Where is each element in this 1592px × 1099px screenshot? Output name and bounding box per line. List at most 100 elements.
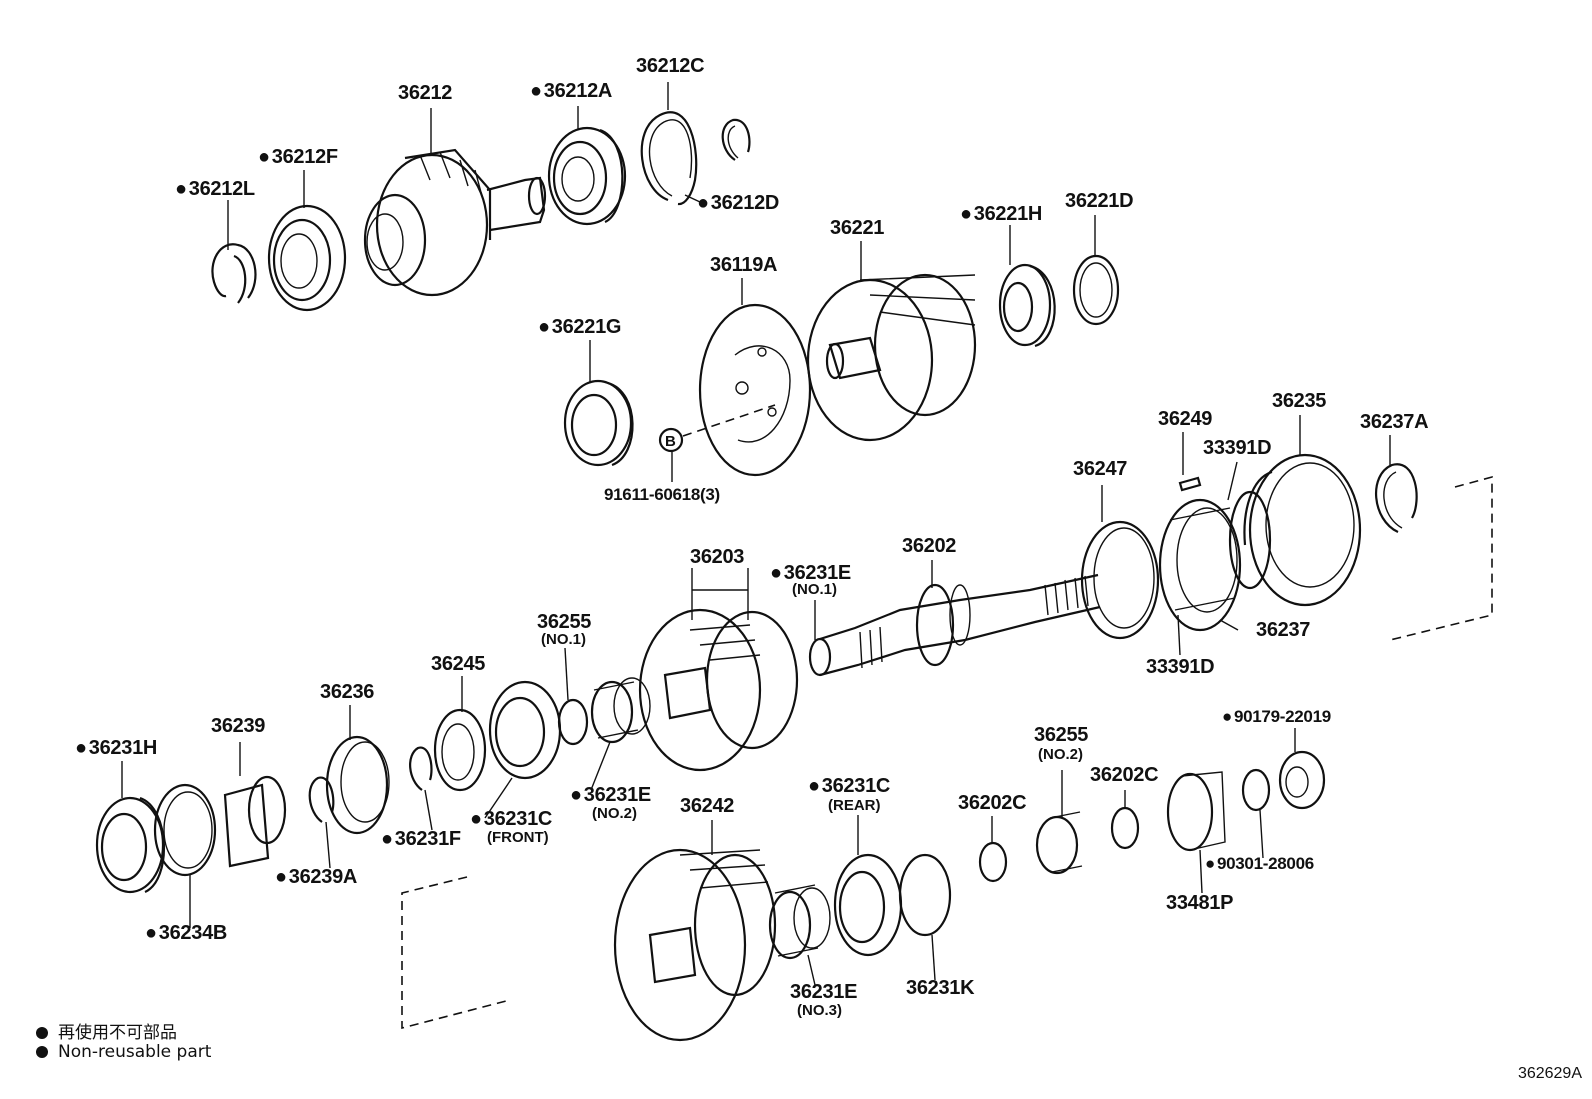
label-36247[interactable]: 36247 [1073,458,1128,480]
sub-36255-no1: (NO.1) [541,631,586,648]
label-33391D-top[interactable]: 33391D [1203,437,1272,459]
plate-36119A [698,303,812,477]
bearing-36231C-front [488,680,562,780]
label-36237[interactable]: 36237 [1256,619,1311,641]
ring-33391D [1228,490,1272,590]
legend-jp: 再使用不可部品 [36,1018,177,1043]
figure-code: 362629A [1517,1065,1582,1082]
bearing-36221G [563,379,634,467]
label-36203[interactable]: 36203 [690,546,745,568]
key-36249 [1178,476,1202,492]
label-36249[interactable]: 36249 [1158,408,1213,430]
sleeve-36235 [1243,453,1362,607]
sub-36231E-no2: (NO.2) [592,805,637,822]
label-36234B[interactable]: 36234B [145,922,228,944]
dashed-boundary-right [1389,475,1493,641]
snap-ring-36212C [640,111,698,206]
label-33481P[interactable]: 33481P [1166,892,1234,914]
sub-36231C-front: (FRONT) [487,829,549,846]
legend-jp-text: 再使用不可部品 [58,1023,177,1043]
label-90301-28006[interactable]: 90301-28006 [1205,853,1314,875]
snap-ring-36239A [308,776,335,823]
label-36239[interactable]: 36239 [211,715,266,737]
washer-90301 [1241,768,1271,812]
bearing-36231C-rear [833,853,903,957]
gear-36242 [613,848,777,1042]
label-36202[interactable]: 36202 [902,535,957,557]
label-36255-no2[interactable]: 36255 [1034,724,1089,746]
washer-36202C-a [978,841,1008,883]
label-36202C-a[interactable]: 36202C [958,792,1027,814]
sub-36231E-no1: (NO.1) [792,581,837,598]
label-36212[interactable]: 36212 [398,82,453,104]
snap-ring-36231F [409,746,433,791]
label-36212A[interactable]: 36212A [530,80,613,102]
label-36236[interactable]: 36236 [320,681,375,703]
nonreusable-bullet-icon [36,1046,48,1058]
needle-bearing-36245 [433,708,487,792]
cone-36236 [325,735,390,835]
washer-36255-no1 [557,698,589,746]
label-36212F[interactable]: 36212F [258,146,338,168]
label-90179-22019[interactable]: 90179-22019 [1222,706,1331,728]
shaft-36202 [808,573,1101,677]
label-36212D[interactable]: 36212D [697,192,780,214]
label-36231E-no2[interactable]: 36231E [570,784,651,806]
bearing-36231H [95,796,165,894]
label-36212C[interactable]: 36212C [636,55,705,77]
label-36231K[interactable]: 36231K [906,977,975,999]
bearing-36212A [547,126,627,226]
sub-36231E-no3: (NO.3) [797,1002,842,1019]
label-36231C-rear[interactable]: 36231C [808,775,891,797]
label-36231F[interactable]: 36231F [381,828,461,850]
label-36221H[interactable]: 36221H [960,203,1043,225]
label-36119A[interactable]: 36119A [710,254,778,276]
label-36242[interactable]: 36242 [680,795,735,817]
label-36237A[interactable]: 36237A [1360,411,1429,433]
sub-36255-no2: (NO.2) [1038,746,1083,763]
label-36212L[interactable]: 36212L [175,178,255,200]
ring-36231K [898,853,952,937]
needle-bearing-36231E-no2 [590,677,651,744]
legend-en-text: Non-reusable part [58,1042,212,1062]
label-36231E-no3[interactable]: 36231E [790,981,858,1003]
spacer-36255-no2 [1035,811,1083,875]
label-36221D[interactable]: 36221D [1065,190,1134,212]
label-36245[interactable]: 36245 [431,653,486,675]
gear-shaft-36212 [363,148,547,297]
label-33391D-bottom[interactable]: 33391D [1146,656,1215,678]
gear-36239 [223,775,287,868]
gear-36221 [806,273,977,442]
label-36239A[interactable]: 36239A [275,866,358,888]
label-36231E-no1[interactable]: 36231E [770,562,851,584]
snap-ring-36212D [721,118,751,161]
ring-36234B [153,783,217,877]
label-36221[interactable]: 36221 [830,217,885,239]
bolt-ref-b [658,404,776,453]
ring-36247 [1080,520,1160,640]
snap-ring-36237A [1375,463,1418,533]
label-36235[interactable]: 36235 [1272,390,1327,412]
bearing-36221H [998,263,1056,348]
label-36221G[interactable]: 36221G [538,316,622,338]
bolt-ref-label: B [665,433,676,450]
needle-bearing-36231E-no3 [768,884,831,960]
label-91611-60618[interactable]: 91611-60618(3) [604,485,720,504]
gear-36203 [638,608,799,772]
bearing-36212F [267,204,347,312]
ring-36221D [1072,254,1120,326]
washer-36202C-b [1110,806,1140,850]
legend-en: Non-reusable part [36,1042,211,1062]
gear-33481P [1166,771,1226,852]
label-36202C-b[interactable]: 36202C [1090,764,1159,786]
label-36255-no1[interactable]: 36255 [537,611,592,633]
nut-90179 [1278,750,1326,810]
snap-ring-36212L [211,243,257,304]
label-36231C-front[interactable]: 36231C [470,808,553,830]
hub-sleeve-36237 [1158,498,1242,632]
label-36231H[interactable]: 36231H [75,737,158,759]
dashed-boundary-left [401,876,511,1030]
sub-36231C-rear: (REAR) [828,797,881,814]
